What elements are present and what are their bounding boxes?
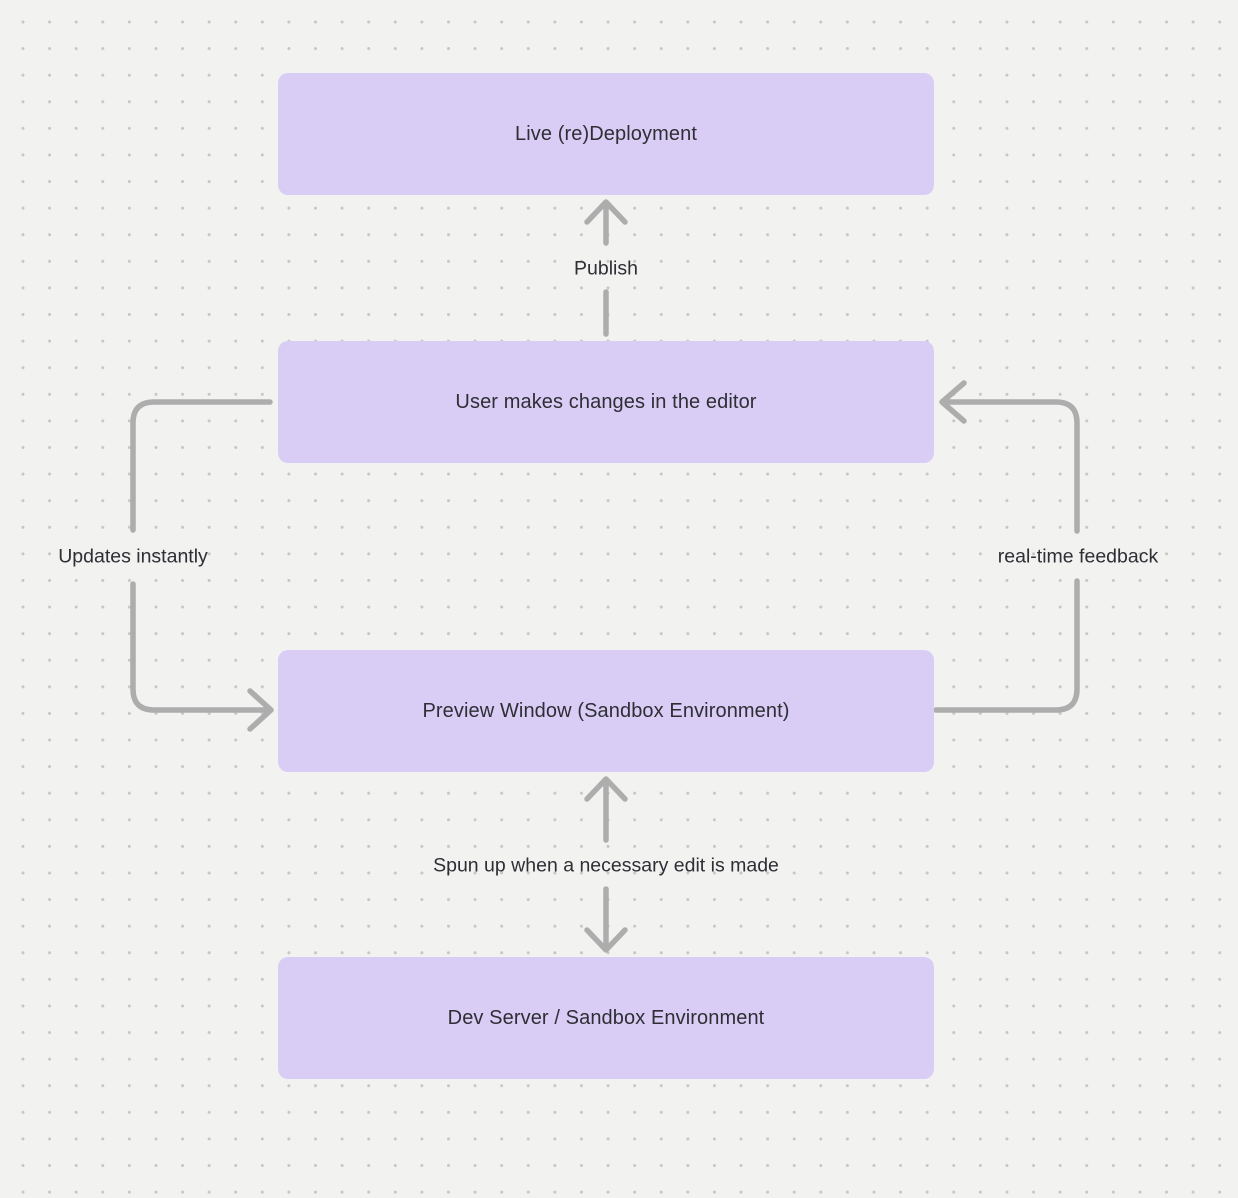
edge-label-updates-instantly: Updates instantly bbox=[58, 545, 208, 568]
node-label: Dev Server / Sandbox Environment bbox=[447, 1006, 765, 1029]
node-live-redeployment[interactable]: Live (re)Deployment bbox=[278, 73, 934, 195]
edge-label-spun-up: Spun up when a necessary edit is made bbox=[433, 854, 779, 877]
edge-label-realtime-feedback: real-time feedback bbox=[997, 545, 1159, 568]
node-editor-changes[interactable]: User makes changes in the editor bbox=[278, 341, 934, 463]
edge-label-publish: Publish bbox=[574, 257, 638, 280]
node-dev-server[interactable]: Dev Server / Sandbox Environment bbox=[278, 957, 934, 1079]
node-label: User makes changes in the editor bbox=[455, 390, 757, 413]
node-label: Live (re)Deployment bbox=[515, 122, 697, 145]
node-label: Preview Window (Sandbox Environment) bbox=[422, 699, 790, 722]
node-preview-window[interactable]: Preview Window (Sandbox Environment) bbox=[278, 650, 934, 772]
